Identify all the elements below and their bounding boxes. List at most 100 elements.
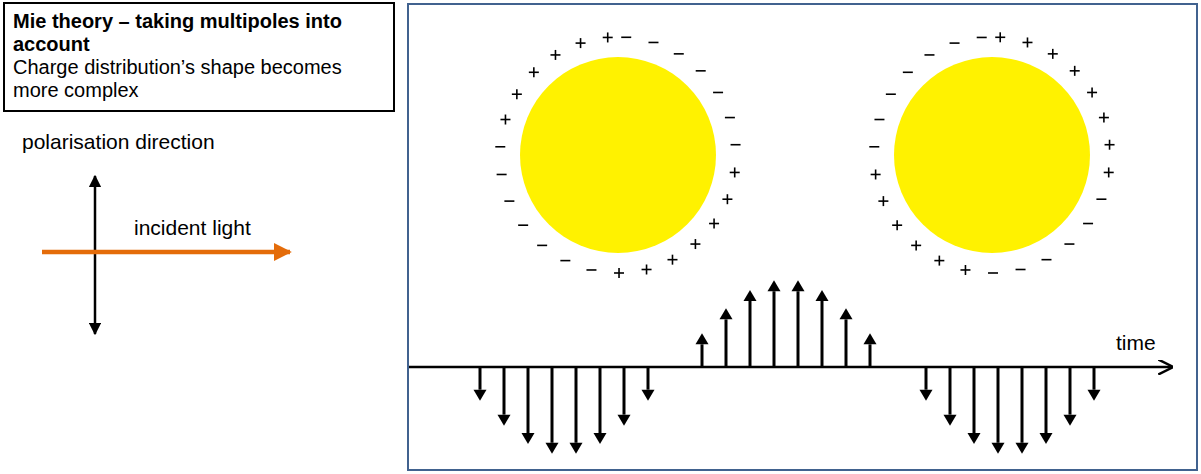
field-arrow-shaft <box>1093 367 1096 390</box>
charge-stroke <box>915 240 917 250</box>
minus-charge <box>725 117 735 118</box>
field-arrow-head <box>968 433 981 444</box>
charge-stroke <box>965 265 967 275</box>
field-arrow <box>968 367 981 444</box>
minus-charge <box>674 53 684 54</box>
axis-label: time <box>1116 331 1156 354</box>
field-arrow <box>570 367 583 454</box>
charge-stroke <box>734 167 736 177</box>
field-arrow-head <box>618 415 631 426</box>
charge-stroke <box>977 37 987 39</box>
charge-stroke <box>560 260 570 262</box>
plus-charge <box>960 265 970 275</box>
charge-stroke <box>1027 37 1029 47</box>
field-arrow <box>864 333 877 367</box>
field-arrow-head <box>1040 433 1053 444</box>
charge-stroke <box>504 200 514 202</box>
field-arrow <box>498 367 511 426</box>
incident-light-arrow <box>42 250 290 255</box>
minus-charge <box>903 72 913 73</box>
field-arrow-shaft <box>845 319 848 367</box>
plus-charge <box>911 240 921 250</box>
plus-charge <box>1070 66 1080 76</box>
field-arrow-shaft <box>925 367 928 390</box>
field-arrow-head <box>642 390 655 401</box>
field-arrow-shaft <box>749 301 752 367</box>
charge-stroke <box>939 256 941 266</box>
field-arrow-shaft <box>949 367 952 415</box>
field-arrow <box>944 367 957 426</box>
field-arrow-head <box>816 290 829 301</box>
field-arrow <box>744 290 757 367</box>
field-arrow <box>474 367 487 401</box>
plus-charge <box>1022 37 1032 47</box>
particle-sphere <box>520 57 716 253</box>
field-arrow-head <box>522 433 535 444</box>
charge-stroke <box>727 194 729 204</box>
plus-charge <box>709 219 719 229</box>
minus-charge <box>518 225 528 226</box>
minus-charge <box>586 269 596 270</box>
minus-charge <box>869 146 879 147</box>
field-arrow <box>546 367 559 454</box>
charge-stroke <box>1096 198 1106 200</box>
plus-charge <box>529 67 539 77</box>
field-arrow-shaft <box>973 367 976 433</box>
minus-charge <box>1041 259 1051 260</box>
field-arrow <box>920 367 933 401</box>
minus-charge <box>713 92 723 93</box>
field-arrow-shaft <box>551 367 554 443</box>
minus-charge <box>731 144 741 145</box>
field-arrow <box>642 367 655 401</box>
field-arrow-head <box>696 333 709 344</box>
field-arrow <box>992 367 1005 454</box>
minus-charge <box>648 42 658 43</box>
charge-stroke <box>607 32 609 42</box>
minus-charge <box>1064 244 1074 245</box>
field-arrow-shaft <box>821 301 824 367</box>
polarisation-label: polarisation direction <box>22 130 215 154</box>
heading-text: Mie theory – taking multipoles into acco… <box>13 10 348 56</box>
plus-charge <box>1104 167 1114 177</box>
field-arrow-shaft <box>701 344 704 367</box>
field-arrow-head <box>1016 443 1029 454</box>
plus-charge <box>690 239 700 249</box>
plus-charge <box>1099 113 1109 123</box>
charge-stroke <box>1103 113 1105 123</box>
plus-charge <box>667 255 677 265</box>
field-arrow <box>1064 367 1077 426</box>
field-arrow <box>1016 367 1029 454</box>
field-arrow-shaft <box>725 319 728 367</box>
charge-stroke <box>1041 259 1051 261</box>
minus-charge <box>1096 199 1106 200</box>
plus-charge <box>614 268 624 278</box>
charge-stroke <box>883 196 885 206</box>
field-arrow-shaft <box>599 367 602 433</box>
charge-stroke <box>516 89 518 99</box>
field-arrow <box>816 290 829 367</box>
field-arrow-head <box>1088 390 1101 401</box>
minus-charge <box>950 43 960 44</box>
charge-stroke <box>886 93 896 95</box>
charge-stroke <box>621 36 631 38</box>
charge-stroke <box>1052 49 1054 59</box>
charge-stroke <box>999 32 1001 42</box>
minus-charge <box>504 201 514 202</box>
charge-stroke <box>518 224 528 226</box>
field-arrow-shaft <box>1021 367 1024 443</box>
charge-stroke <box>1016 269 1026 271</box>
minus-charge <box>886 94 896 95</box>
body-text: Charge distribution’s shape becomes more… <box>13 56 348 102</box>
field-arrow-head <box>920 390 933 401</box>
charge-stroke <box>1083 223 1093 225</box>
field-arrow-head <box>546 443 559 454</box>
field-arrow-head <box>474 390 487 401</box>
field-arrow <box>840 308 853 367</box>
field-arrow <box>594 367 607 444</box>
plus-charge <box>995 32 1005 42</box>
field-arrow-head <box>768 280 781 291</box>
charge-stroke <box>672 255 674 265</box>
charge-stroke <box>533 67 535 77</box>
charge-stroke <box>555 50 557 60</box>
minus-charge <box>497 174 507 175</box>
